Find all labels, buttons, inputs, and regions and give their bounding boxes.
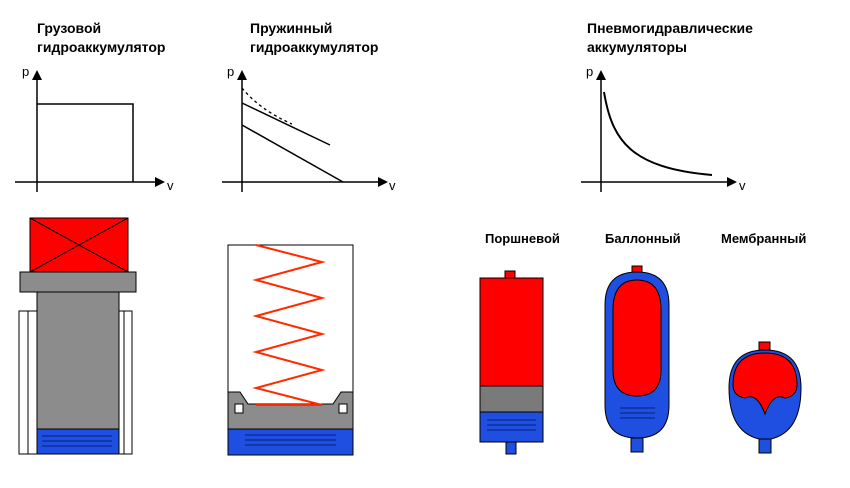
- pneumo-title-line2: аккумуляторы: [587, 39, 687, 55]
- weight-p-label: p: [22, 64, 29, 79]
- weight-pv-graph: p v: [15, 64, 174, 193]
- spring-coil: [252, 244, 326, 406]
- weight-accumulator: [18, 217, 137, 455]
- weight-v-label: v: [167, 178, 174, 193]
- bladder-gas: [612, 279, 662, 397]
- piston-piston: [479, 385, 544, 413]
- weight-piston-rod: [36, 291, 120, 430]
- weight-pv-curve: [37, 103, 134, 182]
- pneumo-title-line1: Пневмогидравлические: [587, 20, 753, 36]
- spring-title-line1: Пружинный: [250, 20, 332, 36]
- spring-dashed-line: [241, 87, 293, 125]
- spring-pv-graph: p v: [222, 64, 396, 193]
- spring-fluid: [227, 428, 354, 456]
- spring-v-label: v: [389, 178, 396, 193]
- weight-title-line1: Грузовой: [37, 20, 101, 36]
- spring-upper-line: [241, 102, 331, 146]
- membrane-accumulator: [728, 341, 802, 454]
- bladder-accumulator: [604, 265, 670, 453]
- spring-p-label: p: [227, 64, 234, 79]
- spring-accumulator: [227, 244, 354, 456]
- piston-gas: [479, 277, 544, 387]
- spring-title-line2: гидроаккумулятор: [250, 39, 378, 55]
- membrane-gas: [732, 352, 798, 416]
- spring-piston: [227, 391, 354, 430]
- pneumo-v-label: v: [739, 178, 746, 193]
- weight-platform: [19, 271, 137, 293]
- pneumo-p-label: p: [586, 64, 593, 79]
- pneumo-pv-graph: p v: [581, 64, 746, 193]
- pneumo-pv-curve: [603, 91, 713, 176]
- spring-lower-line: [241, 124, 344, 183]
- bladder-type-label: Баллонный: [605, 231, 681, 246]
- weight-title-line2: гидроаккумулятор: [37, 39, 165, 55]
- piston-type-label: Поршневой: [485, 231, 560, 246]
- piston-fluid: [479, 411, 544, 443]
- piston-accumulator: [479, 270, 544, 455]
- membrane-type-label: Мембранный: [721, 231, 806, 246]
